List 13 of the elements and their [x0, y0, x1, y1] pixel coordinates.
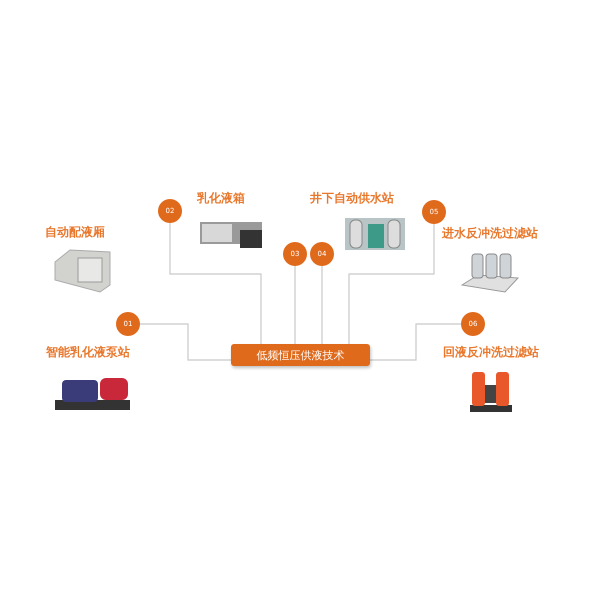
equipment-label: 进水反冲洗过滤站	[442, 225, 538, 242]
title-bar: 低频恒压供液技术	[231, 344, 370, 366]
equipment-label: 回液反冲洗过滤站	[443, 344, 539, 361]
connector-line	[348, 224, 435, 344]
connector-line	[169, 223, 262, 344]
connector-line	[321, 266, 323, 344]
equipment-label: 井下自动供水站	[310, 190, 394, 207]
equipment-label: 乳化液箱	[197, 190, 245, 207]
connector-line	[294, 266, 296, 344]
equipment-label: 自动配液厢	[45, 224, 105, 241]
connector-line	[140, 323, 231, 361]
equipment-label: 智能乳化液泵站	[46, 344, 130, 361]
connector-line	[370, 323, 461, 361]
